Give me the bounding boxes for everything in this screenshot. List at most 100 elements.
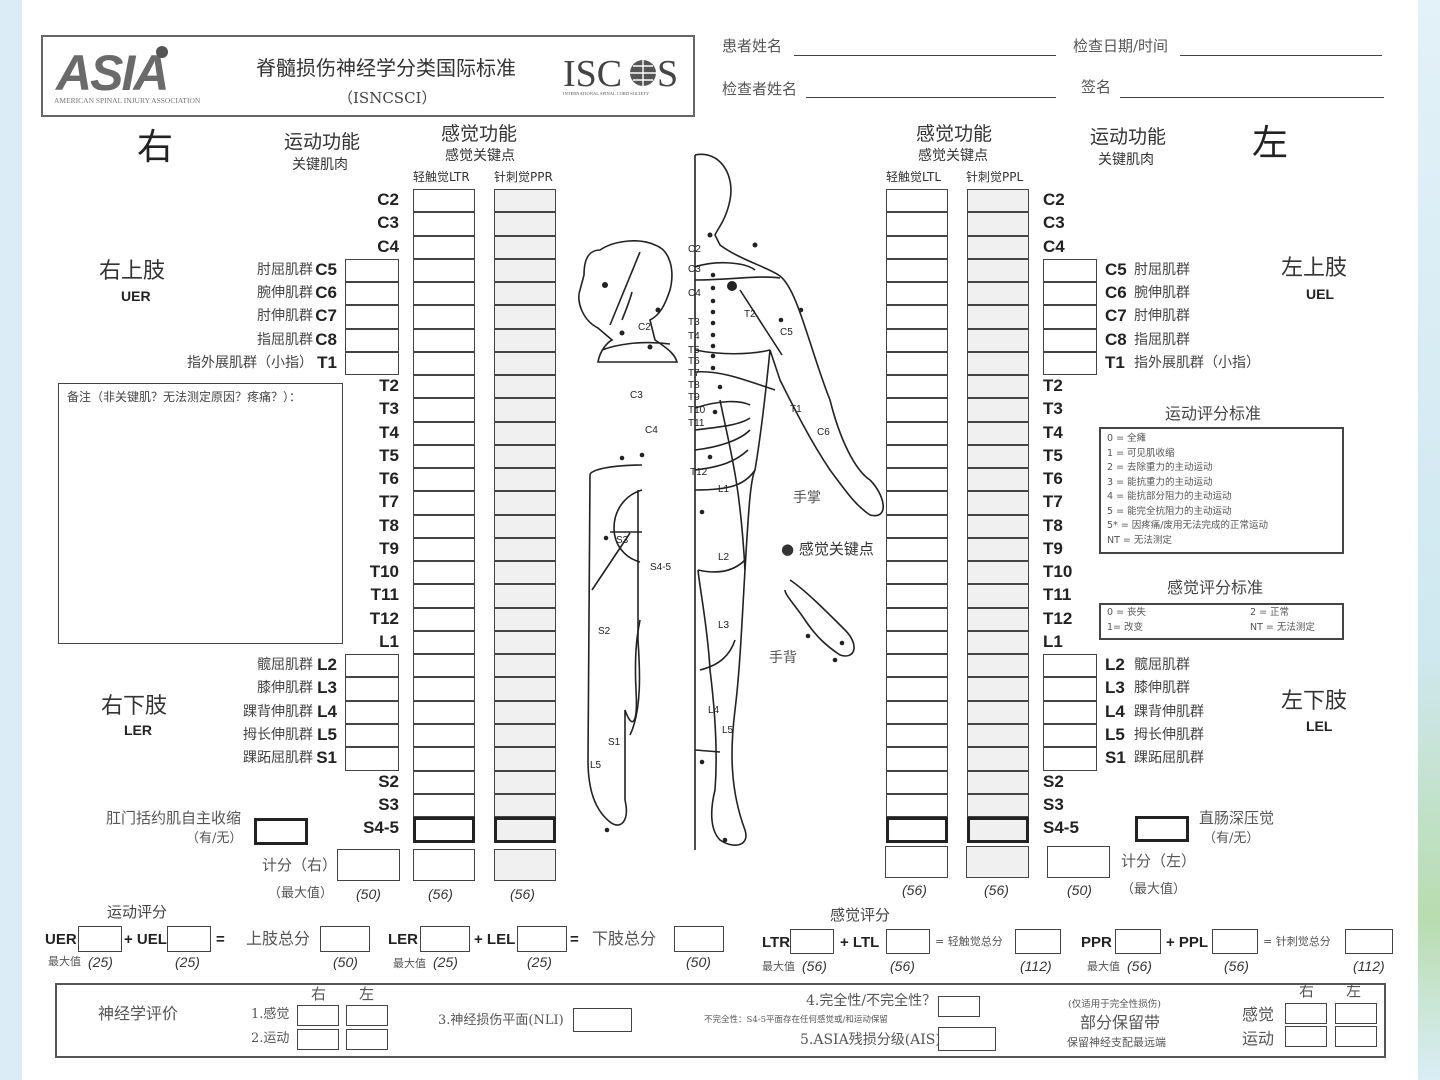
- ppr-input-t7[interactable]: [494, 491, 556, 515]
- ppl-input-t6[interactable]: [967, 468, 1029, 492]
- ppr-input-t2[interactable]: [494, 375, 556, 399]
- ppr-input-t1[interactable]: [494, 351, 556, 376]
- ppl-input-s1[interactable]: [967, 747, 1029, 771]
- ltl-input-t10[interactable]: [886, 561, 948, 585]
- ppr-input-c8[interactable]: [494, 328, 556, 352]
- ppl-input-l4[interactable]: [967, 700, 1029, 725]
- motor-level-left[interactable]: [346, 1029, 388, 1050]
- uel-input[interactable]: [167, 926, 211, 952]
- ltl-input-t6[interactable]: [886, 468, 948, 492]
- ltr-input-c7[interactable]: [413, 305, 475, 329]
- ppr-input-l3[interactable]: [494, 677, 556, 701]
- uer-input[interactable]: [78, 926, 122, 952]
- ppl-input-s2[interactable]: [967, 770, 1029, 794]
- ltl-input-t5[interactable]: [886, 444, 948, 469]
- ppr-input-t6[interactable]: [494, 468, 556, 492]
- ltl-input-c3[interactable]: [886, 212, 948, 236]
- vac-input[interactable]: [254, 818, 308, 845]
- left-motor-input-c6[interactable]: [1043, 282, 1097, 306]
- left-motor-input-l4[interactable]: [1043, 700, 1097, 725]
- ltl-input-l3[interactable]: [886, 677, 948, 701]
- zpp-motor-left[interactable]: [1335, 1026, 1377, 1047]
- ltl-input-c2[interactable]: [886, 189, 948, 213]
- ppr-input-t9[interactable]: [494, 537, 556, 562]
- ppl-input-t3[interactable]: [967, 398, 1029, 422]
- ppr-input-t3[interactable]: [494, 398, 556, 422]
- ltr-input-t8[interactable]: [413, 514, 475, 538]
- left-motor-input-c5[interactable]: [1043, 258, 1097, 283]
- ppl-input-c5[interactable]: [967, 258, 1029, 283]
- ppr-input-l1[interactable]: [494, 630, 556, 655]
- ltr-input-t9[interactable]: [413, 537, 475, 562]
- ltr-input-t7[interactable]: [413, 491, 475, 515]
- ppr-input-c4[interactable]: [494, 235, 556, 259]
- ltl-total-input[interactable]: [886, 929, 930, 954]
- ltr-input-c2[interactable]: [413, 189, 475, 213]
- ltl-input-t4[interactable]: [886, 421, 948, 445]
- ltr-input-l4[interactable]: [413, 700, 475, 725]
- right-motor-input-l5[interactable]: [345, 723, 399, 748]
- ltr-input-c8[interactable]: [413, 328, 475, 352]
- ltr-input-t5[interactable]: [413, 444, 475, 469]
- right-pp-total[interactable]: [494, 849, 556, 881]
- ppl-input-l2[interactable]: [967, 654, 1029, 678]
- complete-input[interactable]: [938, 996, 980, 1017]
- ppr-input-l5[interactable]: [494, 723, 556, 748]
- left-motor-input-c8[interactable]: [1043, 328, 1097, 352]
- examiner-name-field[interactable]: [806, 97, 1056, 98]
- left-motor-input-l3[interactable]: [1043, 677, 1097, 701]
- ppr-input-t5[interactable]: [494, 444, 556, 469]
- right-lt-total[interactable]: [413, 849, 475, 881]
- nli-input[interactable]: [573, 1008, 632, 1032]
- ais-input[interactable]: [938, 1027, 996, 1051]
- left-pp-total[interactable]: [966, 846, 1029, 878]
- ltl-input-l1[interactable]: [886, 630, 948, 655]
- ppr-input-s2[interactable]: [494, 770, 556, 794]
- right-motor-input-c6[interactable]: [345, 282, 399, 306]
- ltr-input-t10[interactable]: [413, 561, 475, 585]
- ppr-input-s1[interactable]: [494, 747, 556, 771]
- ppl-input-t7[interactable]: [967, 491, 1029, 515]
- ppr-input-c2[interactable]: [494, 189, 556, 213]
- zpp-sensory-right[interactable]: [1285, 1003, 1327, 1024]
- ppl-input-t9[interactable]: [967, 537, 1029, 562]
- right-motor-input-c5[interactable]: [345, 258, 399, 283]
- ppr-input-c5[interactable]: [494, 258, 556, 283]
- ler-input[interactable]: [420, 926, 470, 952]
- ppr-input-l4[interactable]: [494, 700, 556, 725]
- sensory-level-left[interactable]: [346, 1005, 388, 1026]
- signature-field[interactable]: [1120, 97, 1384, 98]
- ppr-input-t10[interactable]: [494, 561, 556, 585]
- dap-input[interactable]: [1135, 816, 1189, 842]
- upper-total-input[interactable]: [320, 926, 370, 952]
- ppl-input-t10[interactable]: [967, 561, 1029, 585]
- ppl-total-input[interactable]: [1212, 929, 1258, 954]
- ppl-input-s3[interactable]: [967, 793, 1029, 818]
- ltl-input-c4[interactable]: [886, 235, 948, 259]
- right-motor-total[interactable]: [337, 849, 400, 881]
- lower-total-input[interactable]: [674, 926, 724, 952]
- ppl-input-t1[interactable]: [967, 351, 1029, 376]
- ppl-input-s4-5[interactable]: [967, 817, 1029, 844]
- ltl-input-s1[interactable]: [886, 747, 948, 771]
- right-motor-input-l4[interactable]: [345, 700, 399, 725]
- ppr-input-s3[interactable]: [494, 793, 556, 818]
- right-motor-input-c7[interactable]: [345, 305, 399, 329]
- ltr-input-t4[interactable]: [413, 421, 475, 445]
- ppr-input-t11[interactable]: [494, 584, 556, 608]
- comments-box[interactable]: [58, 383, 343, 644]
- right-motor-input-c8[interactable]: [345, 328, 399, 352]
- motor-level-right[interactable]: [297, 1029, 339, 1050]
- ltl-input-c6[interactable]: [886, 282, 948, 306]
- ltr-input-l3[interactable]: [413, 677, 475, 701]
- lel-input[interactable]: [517, 926, 567, 952]
- ppl-input-c4[interactable]: [967, 235, 1029, 259]
- right-motor-input-l3[interactable]: [345, 677, 399, 701]
- ltr-input-l2[interactable]: [413, 654, 475, 678]
- ppr-input-t8[interactable]: [494, 514, 556, 538]
- ltl-input-t1[interactable]: [886, 351, 948, 376]
- ppl-input-l5[interactable]: [967, 723, 1029, 748]
- ppr-input-l2[interactable]: [494, 654, 556, 678]
- ppr-input-s4-5[interactable]: [494, 817, 556, 844]
- ltr-input-t1[interactable]: [413, 351, 475, 376]
